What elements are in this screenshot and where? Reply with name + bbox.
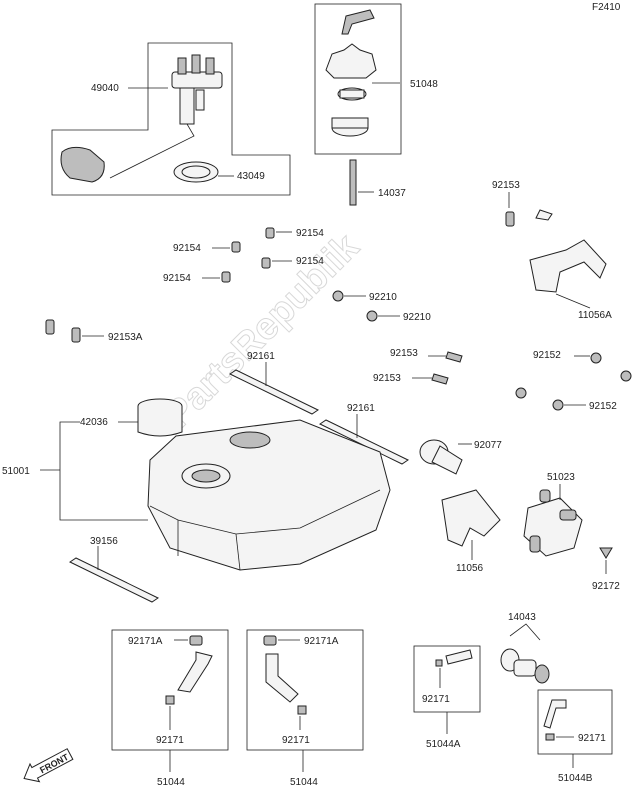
label-92171-d: 92171 (578, 733, 606, 744)
screw-92152-b[interactable] (552, 399, 564, 411)
nut-92210-a[interactable] (332, 290, 344, 302)
clip-92154-a[interactable] (265, 227, 275, 239)
label-92171A-b: 92171A (304, 636, 339, 647)
front-arrow-icon: FRONT (23, 748, 74, 783)
pad-39156[interactable] (68, 557, 160, 603)
label-43049: 43049 (237, 171, 265, 182)
clip-92154-b[interactable] (231, 241, 241, 253)
screw-92152-a[interactable] (515, 352, 632, 399)
bolt-92153-top[interactable] (505, 209, 553, 227)
label-51044-b: 51044 (290, 777, 318, 788)
hose-group-51044-a (111, 629, 229, 751)
label-49040: 49040 (91, 83, 119, 94)
bolt-92153A[interactable] (45, 319, 81, 343)
hose-51044B[interactable] (543, 699, 567, 741)
label-51044B: 51044B (558, 773, 593, 784)
label-92154-b: 92154 (173, 243, 201, 254)
valve-51023[interactable] (523, 489, 583, 557)
label-14043: 14043 (508, 612, 536, 623)
label-39156: 39156 (90, 536, 118, 547)
label-92171A-a: 92171A (128, 636, 163, 647)
clip-92154-d[interactable] (221, 271, 231, 283)
label-11056: 11056 (456, 563, 484, 574)
label-51048: 51048 (410, 79, 438, 90)
label-92154-c: 92154 (296, 256, 324, 267)
filler-neck-42036[interactable] (137, 398, 183, 437)
label-92171-a: 92171 (156, 735, 184, 746)
fuel-pump-group-box (51, 42, 291, 196)
label-51044A: 51044A (426, 739, 461, 750)
hose-group-51044-b (246, 629, 364, 751)
watermark: PartsRepublik (157, 225, 368, 436)
clip-92154-c[interactable] (261, 257, 271, 269)
label-92153-m1: 92153 (390, 348, 418, 359)
grommet-92077[interactable] (419, 439, 463, 475)
label-51001: 51001 (2, 466, 30, 477)
label-92171-c: 92171 (422, 694, 450, 705)
fuel-cap-group-box (314, 3, 402, 155)
clip-92172[interactable] (599, 547, 613, 559)
fuel-cap-assembly[interactable] (325, 9, 377, 137)
label-92161-a: 92161 (247, 351, 275, 362)
label-92171-b: 92171 (282, 735, 310, 746)
diagram-code: F2410 (592, 2, 621, 13)
nut-92210-b[interactable] (366, 310, 378, 322)
label-92152-b: 92152 (589, 401, 617, 412)
label-92077: 92077 (474, 440, 502, 451)
bolt-92153-m2[interactable] (431, 373, 449, 385)
breather-pipe[interactable] (349, 159, 357, 206)
label-92153-top: 92153 (492, 180, 520, 191)
label-92172: 92172 (592, 581, 620, 592)
label-92153-m2: 92153 (373, 373, 401, 384)
vent-valve-14043[interactable] (500, 648, 550, 684)
label-92154-d: 92154 (163, 273, 191, 284)
bracket-11056A[interactable] (529, 239, 607, 293)
hose-group-51044B (537, 689, 613, 755)
label-92210-b: 92210 (403, 312, 431, 323)
label-11056A: 11056A (578, 310, 612, 321)
label-92152-a: 92152 (533, 350, 561, 361)
fuel-pump-assembly[interactable] (60, 54, 223, 183)
label-42036: 42036 (80, 417, 108, 428)
label-92210-a: 92210 (369, 292, 397, 303)
label-51044-a: 51044 (157, 777, 185, 788)
bolt-92153-m1[interactable] (445, 351, 463, 363)
pad-92161-a[interactable] (228, 369, 320, 415)
bracket-11056[interactable] (441, 489, 501, 547)
label-92153A: 92153A (108, 332, 143, 343)
hose-51044A[interactable] (435, 649, 473, 667)
label-92154-a: 92154 (296, 228, 324, 239)
fuel-tank-51001[interactable] (147, 419, 391, 571)
label-14037: 14037 (378, 188, 406, 199)
label-51023: 51023 (547, 472, 575, 483)
fuel-pump-gasket[interactable] (173, 161, 219, 183)
hose-51044-a[interactable] (165, 635, 213, 705)
label-92161-b: 92161 (347, 403, 375, 414)
hose-51044-b[interactable] (263, 635, 307, 715)
